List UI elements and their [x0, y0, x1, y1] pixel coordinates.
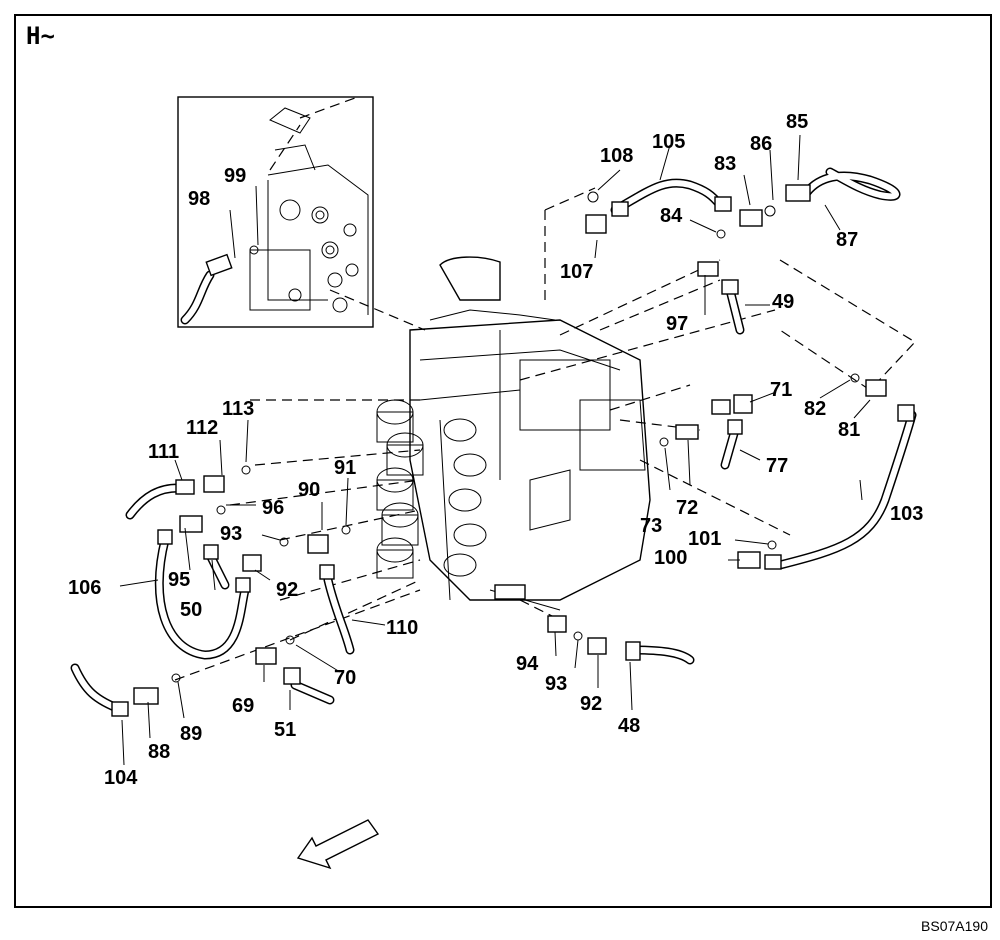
callout-113: 113 — [222, 398, 254, 420]
callout-49: 49 — [772, 291, 794, 313]
drawing-code: BS07A190 — [921, 918, 988, 934]
callout-89: 89 — [180, 723, 202, 745]
callout-92b: 92 — [580, 693, 602, 715]
callout-98: 98 — [188, 188, 210, 210]
callout-48: 48 — [618, 715, 640, 737]
callout-99: 99 — [224, 165, 246, 187]
callout-93b: 93 — [545, 673, 567, 695]
callout-73: 73 — [640, 515, 662, 537]
callout-51: 51 — [274, 719, 296, 741]
callout-111: 111 — [148, 441, 179, 463]
callout-leaders — [119, 134, 871, 766]
callout-94: 94 — [516, 653, 539, 675]
callout-91: 91 — [334, 457, 356, 479]
callout-72: 72 — [676, 497, 698, 519]
inset-detail — [177, 96, 374, 328]
callout-labels: 98 99 108 105 83 86 85 84 107 87 97 49 1… — [68, 111, 923, 789]
callout-101: 101 — [688, 528, 721, 550]
control-valve-block — [376, 256, 651, 611]
fittings — [111, 184, 915, 717]
arrow-icon — [296, 819, 380, 870]
hose-111 — [125, 483, 183, 520]
callout-70: 70 — [334, 667, 356, 689]
leader-lines — [174, 187, 916, 681]
callout-108: 108 — [600, 145, 633, 167]
guide-line — [329, 289, 426, 331]
hose-106 — [154, 535, 250, 660]
callout-112: 112 — [186, 417, 218, 439]
callout-86: 86 — [750, 133, 772, 155]
callout-81: 81 — [838, 419, 860, 441]
callout-104: 104 — [104, 767, 138, 789]
callout-92: 92 — [276, 579, 298, 601]
callout-95: 95 — [168, 569, 190, 591]
callout-106: 106 — [68, 577, 101, 599]
callout-96: 96 — [262, 497, 284, 519]
callout-50: 50 — [180, 599, 202, 621]
callout-93: 93 — [220, 523, 242, 545]
callout-110: 110 — [386, 617, 418, 639]
hose-87 — [800, 167, 901, 201]
callout-97: 97 — [666, 313, 688, 335]
callout-85: 85 — [786, 111, 808, 133]
callout-105: 105 — [652, 131, 685, 153]
callout-88: 88 — [148, 741, 170, 763]
callout-90: 90 — [298, 479, 320, 501]
callout-87: 87 — [836, 229, 858, 251]
hose-48 — [627, 645, 695, 665]
hose-110 — [323, 575, 355, 655]
callout-103: 103 — [890, 503, 923, 525]
hose-103 — [775, 410, 917, 570]
callout-82: 82 — [804, 398, 826, 420]
callout-83: 83 — [714, 153, 736, 175]
callout-107: 107 — [560, 261, 593, 283]
callout-84: 84 — [660, 205, 683, 227]
callout-71: 71 — [770, 379, 792, 401]
short-hoses — [205, 285, 745, 705]
drawing-frame — [14, 14, 992, 908]
callout-77: 77 — [766, 455, 788, 477]
callout-100: 100 — [654, 547, 687, 569]
section-label: H~ — [26, 22, 55, 50]
hose-105 — [610, 178, 725, 215]
o-rings — [171, 191, 860, 683]
callout-69: 69 — [232, 695, 254, 717]
